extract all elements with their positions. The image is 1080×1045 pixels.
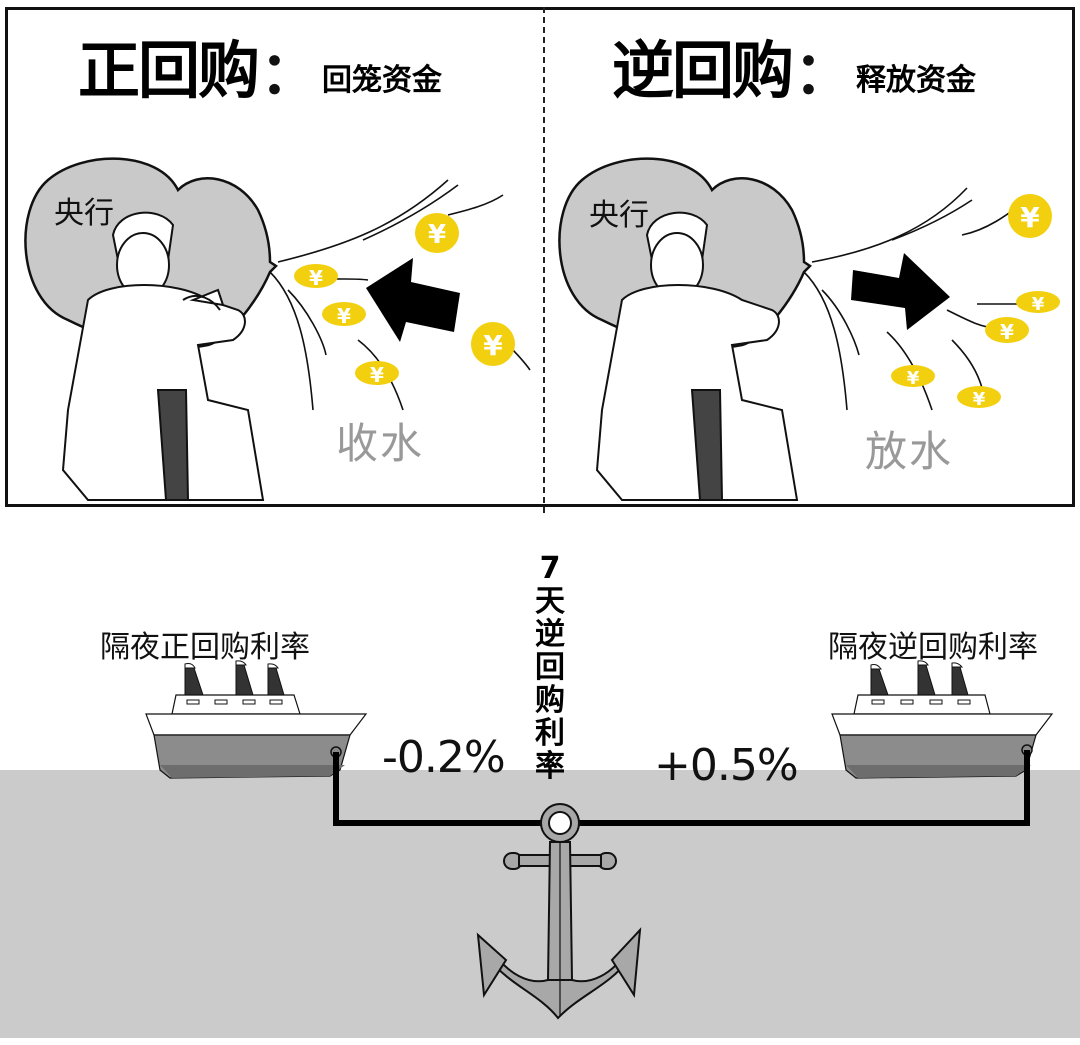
right-spread-value: +0.5% <box>654 740 799 791</box>
svg-text:¥: ¥ <box>483 329 503 362</box>
anchor-label-char: 7 <box>539 551 561 586</box>
panel-divider <box>543 7 545 513</box>
repo-title-colon: ： <box>260 39 319 107</box>
anchor-label-char: 购 <box>535 683 565 718</box>
left-ship-icon <box>145 660 368 779</box>
reverse-repo-illustration: ¥ ¥ ¥ ¥ ¥ <box>558 157 1060 501</box>
reverse-repo-title-colon: ： <box>794 39 853 107</box>
reverse-repo-title: 逆回购 ： 释放资金 <box>612 34 977 107</box>
motion-lines <box>269 179 531 411</box>
anchor-label-char: 回 <box>535 650 565 685</box>
effect-label-drain: 收水 <box>336 419 425 468</box>
central-bank-label: 央行 <box>54 196 114 231</box>
right-ship-icon <box>831 660 1054 779</box>
reverse-repo-title-main: 逆回购 <box>612 34 794 107</box>
yuan-coin-icons: ¥ ¥ ¥ ¥ ¥ <box>294 213 515 387</box>
svg-text:¥: ¥ <box>428 220 446 250</box>
anchor-label-char: 率 <box>535 749 565 784</box>
anchor-label-char: 天 <box>535 584 565 619</box>
anchor-label-char: 利 <box>535 716 565 751</box>
svg-text:¥: ¥ <box>907 368 920 389</box>
repo-illustration: ¥ ¥ ¥ ¥ ¥ <box>24 157 531 501</box>
repo-title-subtitle: 回笼资金 <box>322 63 443 98</box>
overnight-reverse-repo-rate-label: 隔夜逆回购利率 <box>828 630 1038 665</box>
repo-title: 正回购 ： 回笼资金 <box>78 34 443 107</box>
svg-text:¥: ¥ <box>1000 320 1014 344</box>
svg-text:¥: ¥ <box>973 389 986 410</box>
seesaw-beam <box>333 750 1030 826</box>
central-bank-label: 央行 <box>589 198 649 233</box>
monk-figure-icon <box>61 211 265 501</box>
left-spread-value: -0.2% <box>382 732 506 783</box>
repo-title-main: 正回购 <box>78 34 260 107</box>
yuan-coin-icons: ¥ ¥ ¥ ¥ ¥ <box>891 194 1060 410</box>
reverse-repo-title-subtitle: 释放资金 <box>856 63 977 98</box>
arrow-left-icon <box>366 258 460 342</box>
anchor-label-char: 逆 <box>535 617 565 652</box>
svg-text:¥: ¥ <box>337 304 351 328</box>
anchor-icon <box>476 803 642 1020</box>
panel-repo: ¥ ¥ ¥ ¥ ¥ 正回购 ： 回笼资金 央行 收水 <box>8 10 540 504</box>
overnight-repo-rate-label: 隔夜正回购利率 <box>100 630 310 665</box>
monk-figure-icon <box>595 211 799 501</box>
arrow-right-icon <box>851 253 950 330</box>
panel-reverse-repo: ¥ ¥ ¥ ¥ ¥ 逆回购 ： 释放资金 央行 放水 <box>547 10 1072 504</box>
svg-text:¥: ¥ <box>1020 201 1040 234</box>
svg-text:¥: ¥ <box>1032 294 1045 315</box>
svg-text:¥: ¥ <box>370 363 384 387</box>
svg-text:¥: ¥ <box>309 266 323 290</box>
effect-label-release: 放水 <box>865 427 954 476</box>
seven-day-reverse-repo-rate-label: 7 天 逆 回 购 利 率 <box>533 552 567 783</box>
seesaw-diagram <box>145 660 1054 1020</box>
